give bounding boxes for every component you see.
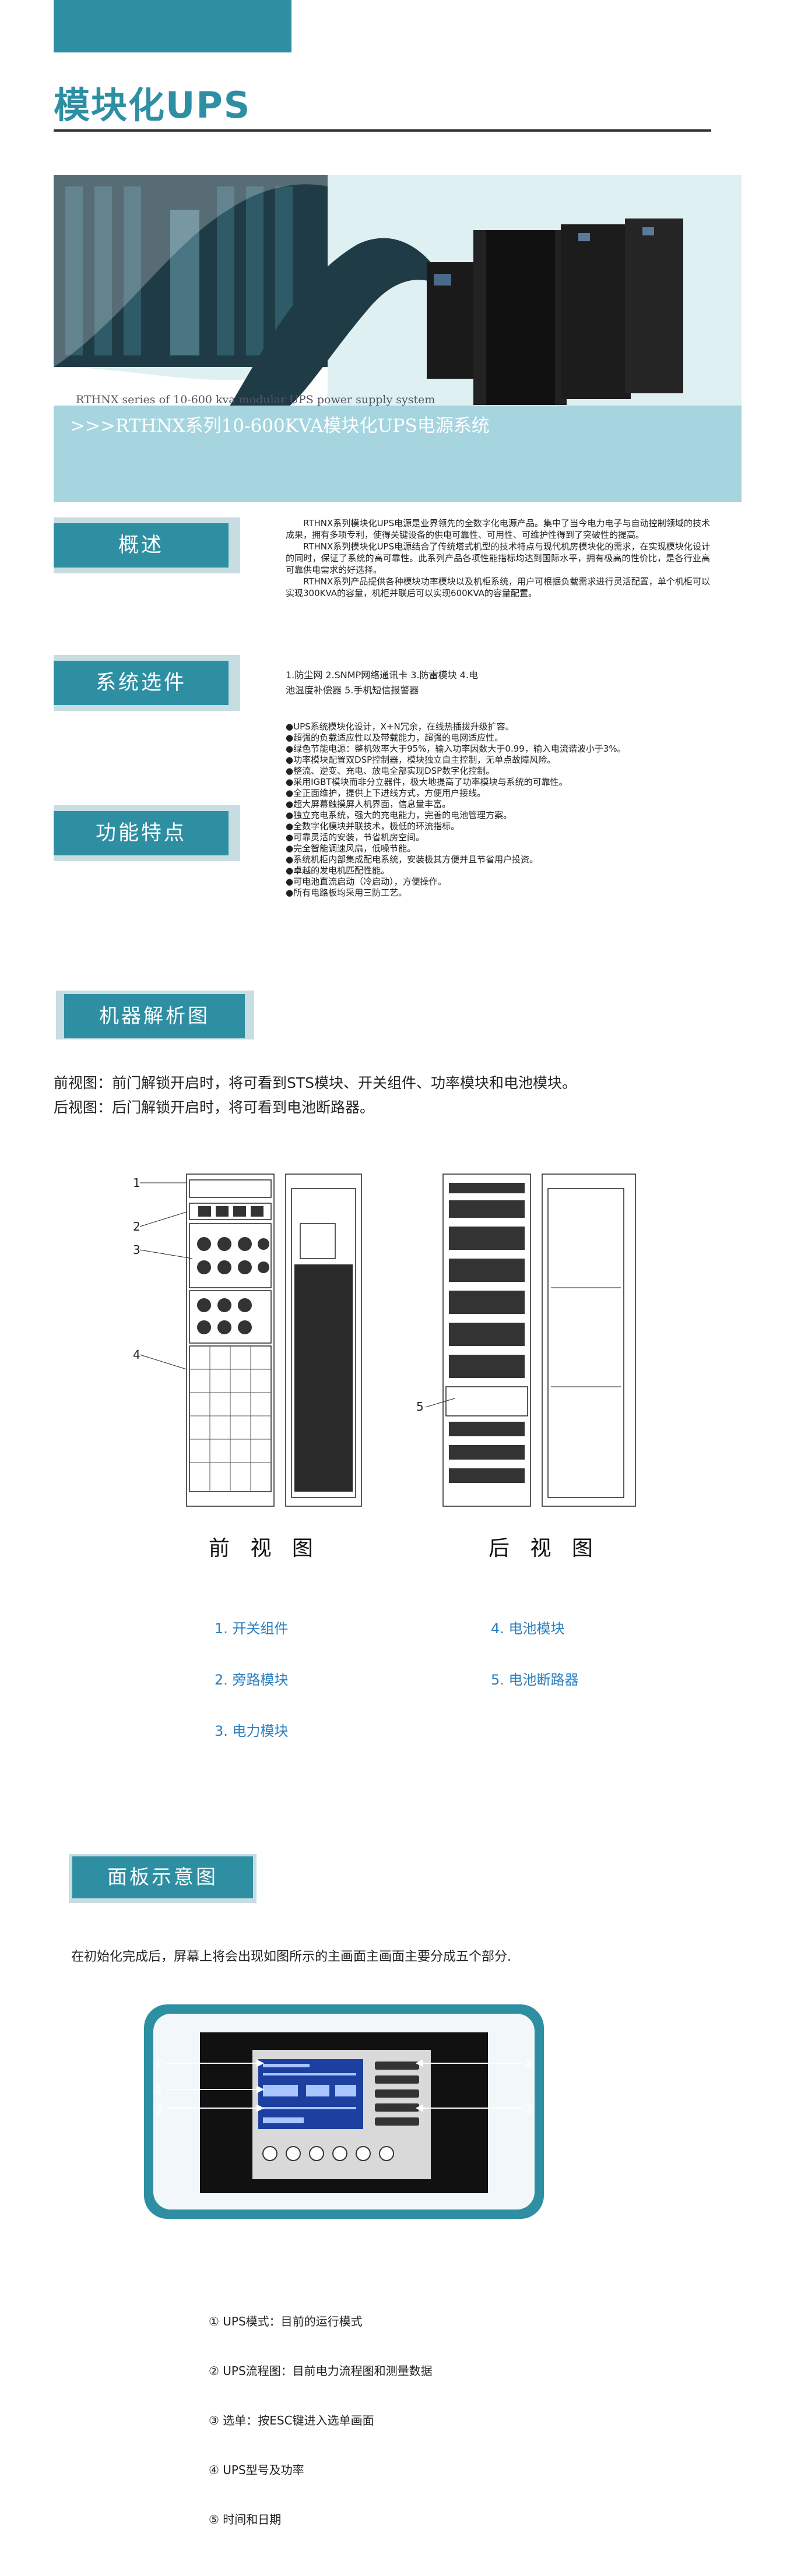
callout-4: 4	[133, 1348, 140, 1362]
feature-item: ●整流、逆变、充电、放电全部实现DSP数字化控制。	[286, 766, 495, 776]
options-label: 系统选件	[54, 661, 229, 705]
feature-item: ●绿色节能电源：整机效率大于95%，输入功率因数大于0.99，输入电流谐波小于3…	[286, 743, 626, 754]
panel-description: ③ 选单：按ESC键进入选单画面	[209, 2413, 374, 2427]
feature-item: ●功率模块配置双DSP控制器，模块独立自主控制，无单点故障风险。	[286, 755, 556, 765]
feature-item: ●超大屏幕触摸屏人机界面，信息量丰富。	[286, 799, 451, 809]
panel-description: ② UPS流程图：目前电力流程图和测量数据	[209, 2364, 433, 2378]
panel-label: 面板示意图	[72, 1856, 253, 1898]
marker-2: ②	[153, 2083, 164, 2098]
overview-paragraph: RTHNX系列产品提供各种模块功率模块以及机柜系统，用户可根据负载需求进行灵活配…	[286, 576, 710, 598]
overview-label: 概述	[54, 523, 229, 568]
callout-2: 2	[133, 1220, 140, 1234]
feature-item: ●全数字化模块并联技术，极低的环流指标。	[286, 821, 460, 831]
rear-view-diagram	[425, 1174, 636, 1507]
feature-item: ●全正面维护，提供上下进线方式，方便用户接线。	[286, 788, 486, 798]
header-accent-bar	[54, 0, 291, 52]
panel-description: ⑤ 时间和日期	[209, 2512, 282, 2526]
overview-paragraph: RTHNX系列模块化UPS电源结合了传统塔式机型的技术特点与现代机房模块化的需求…	[286, 541, 710, 575]
banner-artwork	[54, 175, 742, 502]
feature-item: ●可靠灵活的安装，节省机房空间。	[286, 832, 425, 843]
callout-5: 5	[416, 1400, 424, 1414]
title-divider	[54, 129, 711, 132]
control-panel-illustration	[144, 2004, 544, 2219]
legend-item: 5. 电池断路器	[491, 1672, 579, 1688]
marker-5: ⑤	[524, 2102, 535, 2116]
callout-3: 3	[133, 1243, 140, 1257]
legend-item: 2. 旁路模块	[215, 1672, 289, 1688]
analysis-label: 机器解析图	[64, 994, 245, 1038]
rear-view-caption: 后 视 图	[489, 1537, 600, 1560]
features-label: 功能特点	[54, 811, 229, 855]
feature-item: ●采用IGBT模块而非分立器件，极大地提高了功率模块与系统的可靠性。	[286, 777, 568, 787]
banner-headline: >>>RTHNX系列10-600KVA模块化UPS电源系统	[70, 415, 490, 436]
page-title: 模块化UPS	[54, 84, 251, 126]
panel-description: ① UPS模式：目前的运行模式	[209, 2314, 363, 2328]
panel-description: ④ UPS型号及功率	[209, 2463, 304, 2477]
legend-item: 1. 开关组件	[215, 1620, 289, 1637]
marker-3: ③	[153, 2102, 164, 2116]
callout-1: 1	[133, 1176, 140, 1190]
marker-4: ④	[524, 2057, 535, 2071]
legend-item: 4. 电池模块	[491, 1620, 565, 1637]
feature-item: ●UPS系统模块化设计，X+N冗余，在线热插拔升级扩容。	[286, 721, 514, 732]
marker-1: ①	[153, 2057, 164, 2071]
features-list: ●UPS系统模块化设计，X+N冗余，在线热插拔升级扩容。 ●超强的负载适应性以及…	[286, 721, 714, 898]
feature-item: ●完全智能调速风扇，低噪节能。	[286, 843, 416, 854]
front-view-caption: 前 视 图	[209, 1537, 320, 1560]
feature-item: ●卓越的发电机匹配性能。	[286, 865, 390, 876]
front-view-diagram	[139, 1174, 362, 1507]
feature-item: ●超强的负载适应性以及带载能力，超强的电网适应性。	[286, 732, 504, 743]
ups-cabinets	[427, 219, 683, 405]
analysis-line: 后视图：后门解锁开启时，将可看到电池断路器。	[54, 1099, 375, 1116]
feature-item: ●独立充电系统，强大的充电能力，完善的电池管理方案。	[286, 810, 512, 820]
panel-intro: 在初始化完成后，屏幕上将会出现如图所示的主画面主画面主要分成五个部分.	[71, 1950, 511, 1964]
analysis-line: 前视图：前门解锁开启时，将可看到STS模块、开关组件、功率模块和电池模块。	[54, 1074, 577, 1091]
overview-paragraph: RTHNX系列模块化UPS电源是业界领先的全数字化电源产品。集中了当今电力电子与…	[286, 518, 710, 540]
feature-item: ●可电池直流启动（冷启动），方便操作。	[286, 876, 447, 887]
options-text: 1.防尘网 2.SNMP网络通讯卡 3.防雷模块 4.电池温度补偿器 5.手机短…	[286, 669, 478, 696]
legend-item: 3. 电力模块	[215, 1723, 289, 1739]
feature-item: ●系统机柜内部集成配电系统，安装极其方便并且节省用户投资。	[286, 854, 539, 865]
feature-item: ●所有电路板均采用三防工艺。	[286, 887, 407, 898]
product-banner: RTHNX series of 10-600 kva modular UPS p…	[54, 175, 742, 502]
banner-subtitle: RTHNX series of 10-600 kva modular UPS p…	[76, 393, 435, 406]
overview-text: RTHNX系列模块化UPS电源是业界领先的全数字化电源产品。集中了当今电力电子与…	[286, 517, 710, 599]
analysis-text: 前视图：前门解锁开启时，将可看到STS模块、开关组件、功率模块和电池模块。 后视…	[54, 1071, 742, 1120]
